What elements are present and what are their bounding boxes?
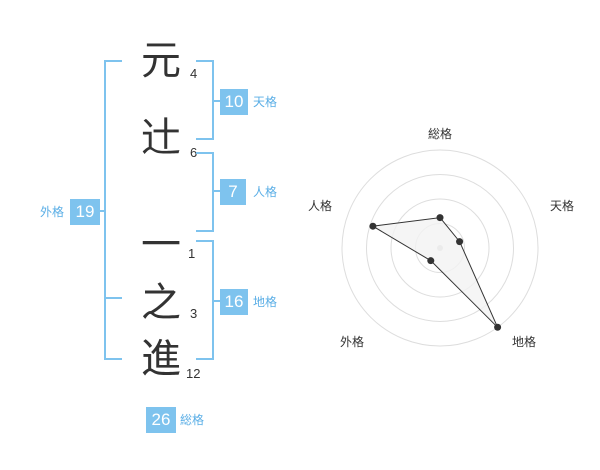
gaikaku-value-badge: 19: [70, 199, 100, 225]
stroke-count-2: 6: [190, 145, 198, 160]
soukaku-value-badge: 26: [146, 407, 176, 433]
stroke-count-1: 4: [190, 66, 198, 81]
tenkaku-label: 天格: [253, 95, 278, 109]
radar-axis-label-4: 外格: [340, 334, 364, 349]
name-char-4: 之: [141, 280, 181, 326]
chikaku-bracket-connector: [212, 300, 220, 302]
name-char-3: 一: [141, 222, 181, 268]
radar-point-5: [369, 222, 377, 230]
gaikaku-bracket: [104, 60, 122, 360]
chikaku-label: 地格: [253, 295, 278, 309]
soukaku-label: 総格: [180, 413, 205, 427]
radar-axis-label-2: 天格: [550, 198, 574, 213]
radar-axis-label-5: 人格: [308, 198, 332, 213]
radar-point-4: [427, 257, 435, 265]
gaikaku-bracket-connector: [98, 210, 106, 212]
radar-series-polygon: [371, 217, 499, 328]
chikaku-value-badge: 16: [220, 289, 248, 315]
jinkaku-value-badge: 7: [220, 179, 246, 205]
radar-point-1: [436, 214, 444, 222]
radar-ring-3: [366, 174, 514, 322]
radar-point-3: [494, 323, 502, 331]
stroke-count-3: 1: [188, 246, 196, 261]
gaikaku-label: 外格: [40, 205, 65, 219]
name-char-2: 辻: [141, 115, 181, 161]
name-char-1: 元: [141, 38, 181, 84]
radar-point-2: [456, 238, 464, 246]
radar-ring-4: [341, 149, 539, 347]
jinkaku-bracket: [196, 152, 214, 232]
stroke-count-5: 12: [186, 366, 201, 381]
radar-ring-2: [390, 198, 490, 298]
tenkaku-value-badge: 10: [220, 89, 248, 115]
stroke-count-4: 3: [190, 306, 198, 321]
gaikaku-bracket-divider: [104, 297, 122, 299]
jinkaku-bracket-connector: [212, 190, 220, 192]
tenkaku-bracket-connector: [212, 100, 220, 102]
name-char-5: 進: [141, 336, 181, 382]
radar-axis-label-3: 地格: [512, 334, 536, 349]
radar-axis-label-1: 総格: [428, 126, 452, 141]
jinkaku-label: 人格: [253, 185, 278, 199]
